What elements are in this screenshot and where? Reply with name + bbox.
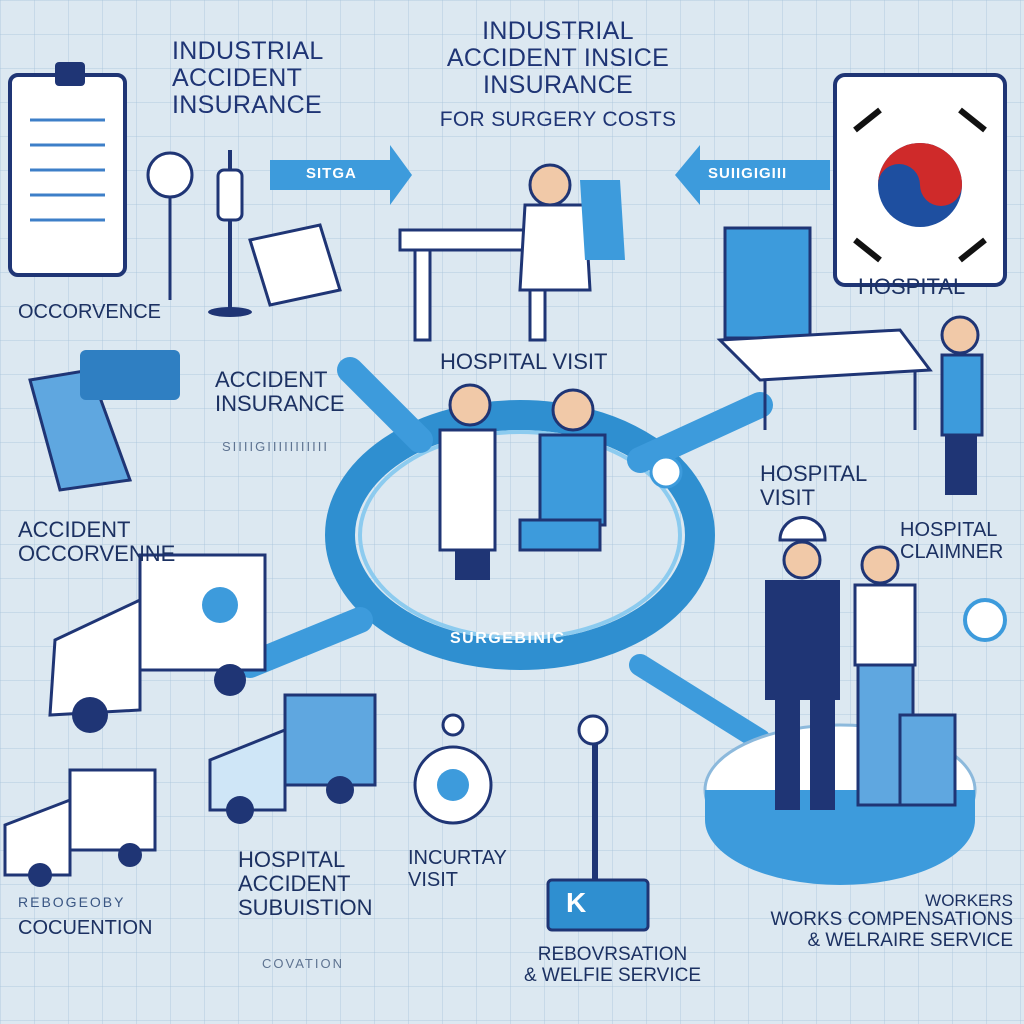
label-hospital-claimner-line-2: CLAIMNER (900, 540, 1004, 563)
doctor-patient-icon (438, 383, 607, 580)
stethoscope-icon (413, 713, 493, 825)
label-accident-insurance-line-1: ACCIDENT (215, 367, 328, 392)
label-accident-occorvenn: ACCIDENT OCCORVENNE (18, 518, 175, 566)
label-hospital-claimner: HOSPITAL CLAIMNER (900, 519, 1004, 563)
label-renovsation-line-1: REBOVRSATION (537, 944, 688, 965)
title-center: INDUSTRIAL ACCIDENT INSICE INSURANCE FOR… (408, 18, 708, 132)
label-incurtay-visit-line-2: VISIT (408, 868, 459, 891)
label-accident-insurance-line-2: INSURANCE (215, 390, 345, 416)
label-hospital-accident-subuistion-line-1: HOSPITAL (238, 847, 346, 872)
label-hospital-top-right: HOSPITAL (858, 274, 966, 299)
clipboard-icon (8, 62, 127, 277)
blue-truck-icon (208, 693, 377, 824)
title-left: INDUSTRIAL ACCIDENT INSURANCE (172, 38, 324, 119)
label-accident-occorvenn-line-1: ACCIDENT (18, 517, 131, 542)
label-hospital-visit-right-line-1: HOSPITAL (760, 461, 868, 486)
title-center-line-3: INSURANCE (483, 71, 633, 99)
arrow-left-label: SITGA (306, 165, 357, 182)
label-incurtay-visit-line-1: INCURTAY (408, 847, 507, 869)
stretcher-icon (28, 223, 342, 492)
title-center-line-2: ACCIDENT INSICE (446, 44, 670, 72)
label-hospital-visit-right-line-2: VISIT (760, 484, 816, 510)
title-left-line-1: INDUSTRIAL (172, 37, 324, 65)
title-left-line-3: INSURANCE (172, 91, 322, 119)
badge-icon (649, 455, 1007, 642)
iv-drip-icon (146, 150, 252, 317)
doctor-desk-icon (398, 163, 625, 342)
label-incurtay-visit: INCURTAY VISIT (408, 847, 507, 891)
label-occorvence: OCCORVENCE (18, 301, 161, 323)
label-accident-insurance: ACCIDENT INSURANCE (215, 368, 345, 416)
worker-couple-icon (703, 516, 977, 885)
label-workers-line-3: & WELRAIRE SERVICE (807, 929, 1013, 951)
label-renovsation: REBOVRSATION & WELFIE SERVICE (520, 944, 705, 986)
label-accident-occorvenn-line-2: OCCORVENNE (18, 540, 176, 566)
label-hospital-visit-center: HOSPITAL VISIT (440, 349, 608, 374)
title-center-line-1: INDUSTRIAL (482, 17, 634, 45)
label-renovsation-line-2: & WELFIE SERVICE (523, 964, 702, 986)
right-arrow-icon (675, 145, 830, 205)
arrow-right-label: SUIIGIGIII (708, 165, 788, 182)
title-center-sub: FOR SURGERY COSTS (439, 108, 677, 131)
label-workers-line-1: WORKERS (925, 891, 1013, 910)
label-covation: COVATION (262, 956, 344, 971)
title-left-line-2: ACCIDENT (172, 64, 303, 92)
label-hospital-visit-right: HOSPITAL VISIT (760, 462, 867, 510)
kiosk-icon (546, 714, 650, 932)
korean-flag-icon (833, 73, 1007, 287)
ring-label: SURGEBINIC (450, 630, 566, 647)
small-truck-icon (3, 768, 157, 887)
cycle-ring-icon (237, 357, 773, 751)
label-hospital-accident-subuistion: HOSPITAL ACCIDENT SUBUISTION (238, 848, 372, 919)
label-cocuention: COCUENTION (18, 917, 153, 939)
label-workers: WORKERS WORKS COMPENSATIONS & WELRAIRE S… (755, 891, 1013, 951)
laptop-desk-icon (716, 226, 984, 495)
kiosk-text: K (566, 887, 587, 918)
label-hospital-accident-subuistion-line-2: ACCIDENT (238, 870, 351, 896)
label-faint-line: SIIIIGIIIIIIIIIII (222, 439, 329, 454)
truck-icon (48, 553, 267, 733)
label-workers-line-2: WORKS COMPENSATIONS (770, 909, 1013, 931)
label-rebogeoby: REBOGEOBY (18, 894, 126, 910)
left-arrow-icon (270, 145, 412, 205)
label-hospital-claimner-line-1: HOSPITAL (900, 519, 998, 541)
label-hospital-accident-subuistion-line-3: SUBUISTION (238, 894, 373, 920)
